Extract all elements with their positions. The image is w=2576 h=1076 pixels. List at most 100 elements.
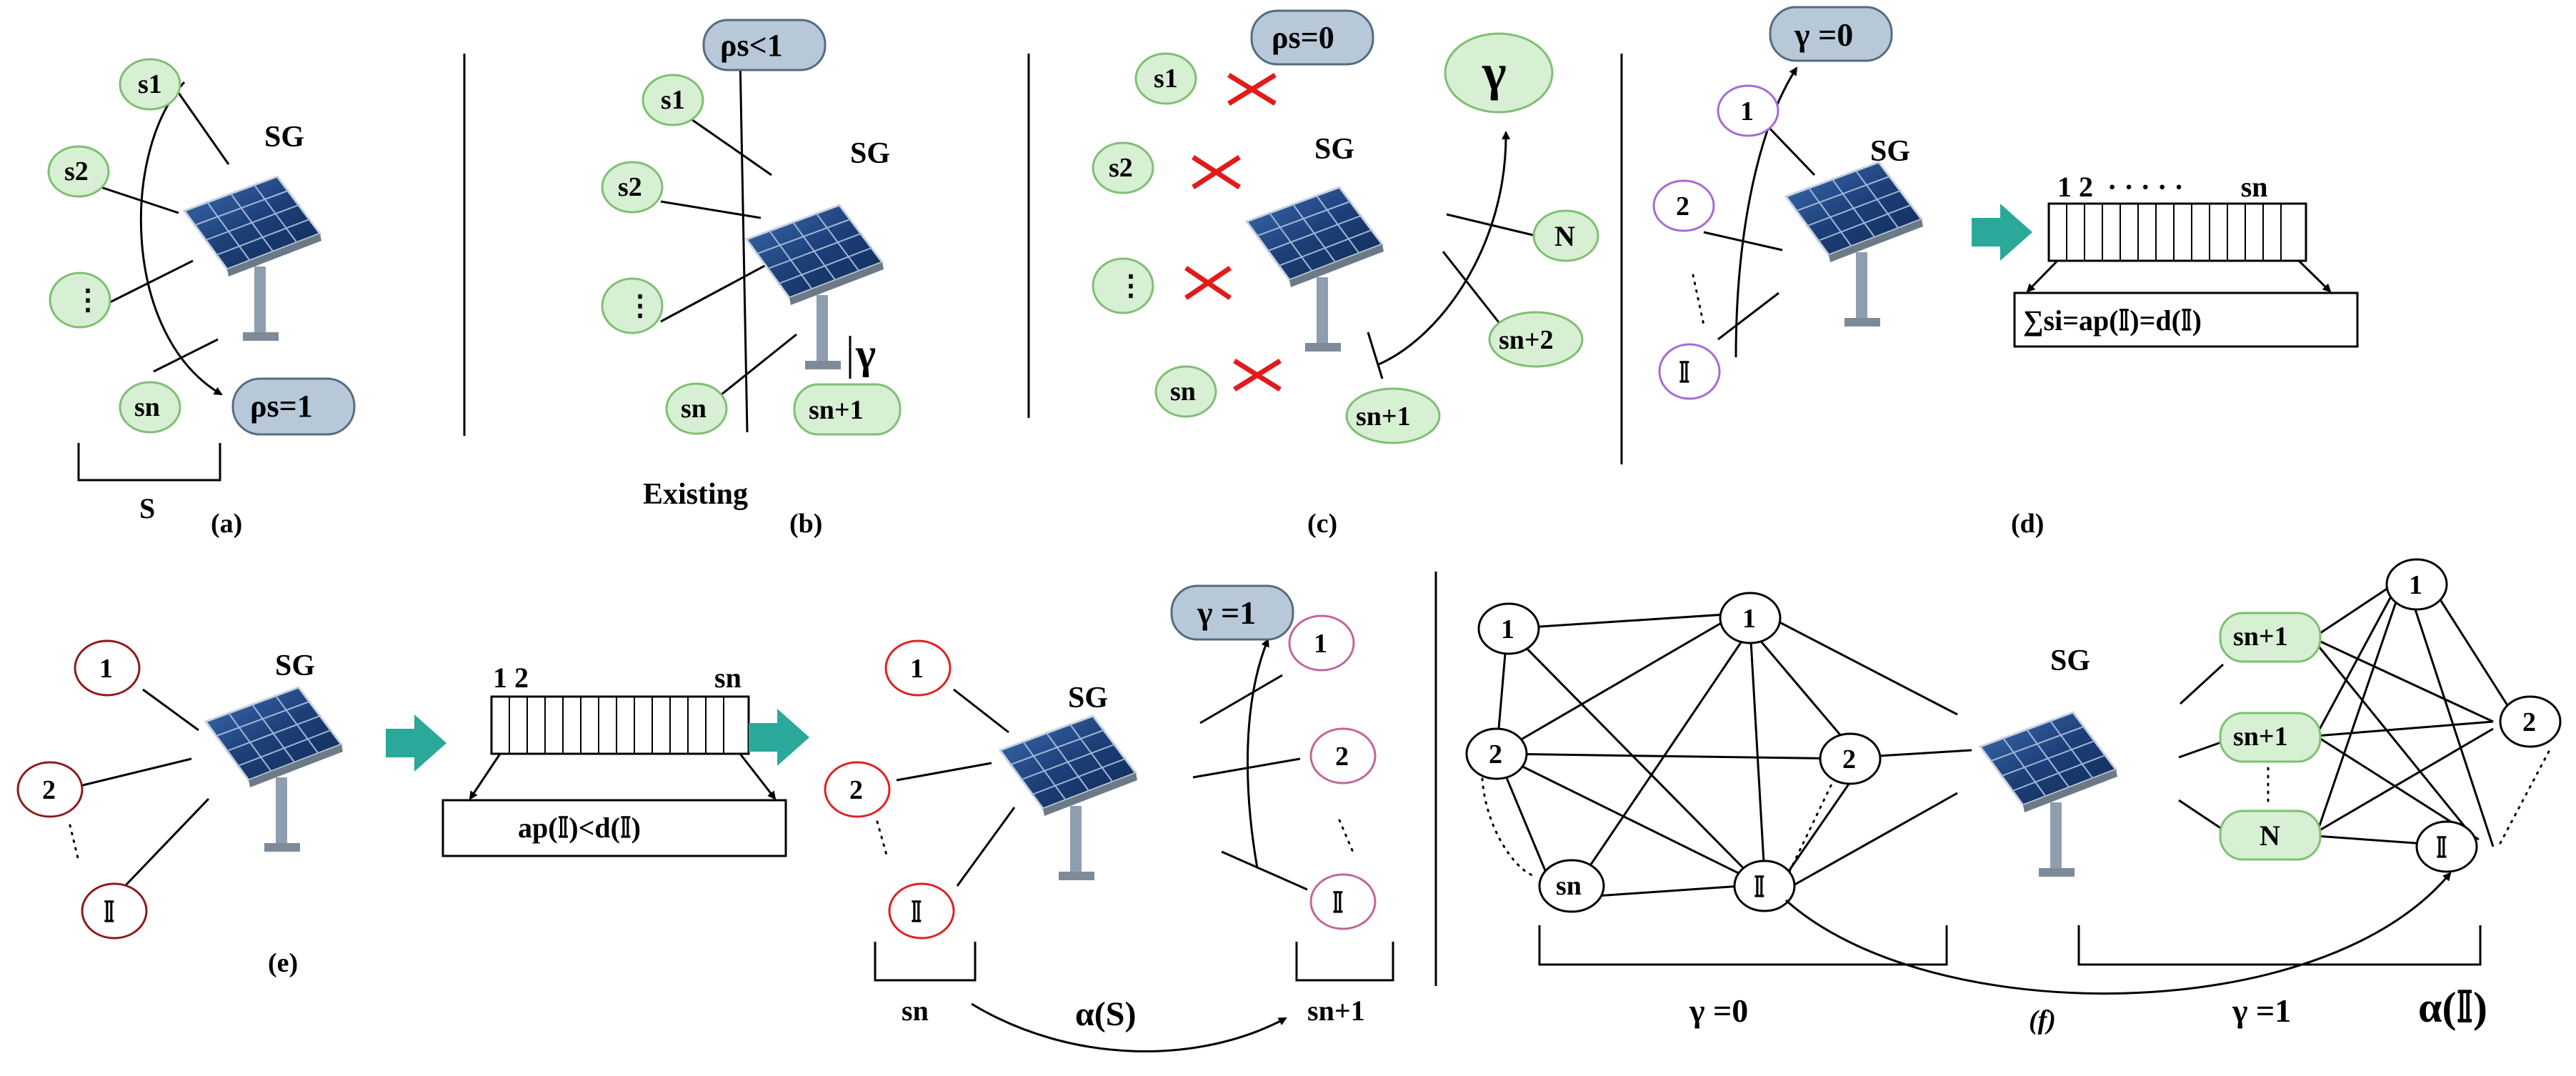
svg-text:s1: s1 (138, 69, 162, 99)
svg-text:γ: γ (1482, 44, 1507, 101)
node-sn1: sn+1 (2219, 612, 2322, 663)
solar-panel-icon (1979, 711, 2119, 878)
rho-badge-lt1: ρs<1 (702, 19, 827, 71)
svg-text:1: 1 (2409, 570, 2422, 600)
svg-text:ρs<1: ρs<1 (720, 28, 783, 63)
svg-text:s1: s1 (661, 85, 685, 115)
gamma1-bracket (2077, 925, 2482, 966)
node-N: N (1532, 209, 1599, 262)
panel-a-label: (a) (211, 509, 242, 539)
sg-label: SG (1870, 135, 1910, 168)
node-dots: ⋮ (49, 272, 111, 329)
alpha-s-label: α(S) (1075, 995, 1136, 1033)
svg-text:⋮: ⋮ (1117, 269, 1145, 302)
svg-text:1: 1 (1314, 629, 1327, 659)
node-2: 2 (1652, 179, 1715, 232)
svg-text:sn+2: sn+2 (1499, 325, 1554, 355)
sn-label: sn (902, 995, 929, 1027)
node-1: 1 (1717, 84, 1779, 137)
node-i: 𝕀 (888, 882, 955, 940)
node-s2: s2 (47, 145, 110, 198)
node-sn1: sn+1 (1345, 387, 1441, 444)
sg-label: SG (2050, 644, 2090, 677)
cross-icon (1184, 73, 1282, 392)
svg-text:sn: sn (134, 392, 160, 422)
panel-e: 1 2 𝕀 SG 1 2 s (16, 584, 1394, 1052)
node-2: 2 (1465, 727, 1528, 780)
node-1: 1 (1477, 602, 1540, 655)
panel-f: 1 1 2 2 sn 𝕀 SG (1465, 558, 2562, 1035)
node-2: 2 (2499, 695, 2562, 748)
svg-text:γ =0: γ =0 (1794, 16, 1853, 53)
svg-text:N: N (1554, 220, 1575, 252)
solar-panel-icon (999, 714, 1139, 882)
svg-text:1: 1 (1501, 614, 1514, 644)
svg-text:𝕀: 𝕀 (1679, 357, 1690, 389)
node-sn1: sn+1 (793, 383, 902, 436)
svg-text:1: 1 (1740, 96, 1754, 126)
existing-label: Existing (643, 478, 748, 511)
svg-text:1: 1 (99, 654, 113, 684)
node-i: 𝕀 (81, 882, 148, 940)
gamma-node: γ (1444, 32, 1554, 114)
svg-text:N: N (2260, 820, 2280, 852)
svg-text:𝕀: 𝕀 (104, 896, 115, 928)
svg-text:sn: sn (1170, 377, 1196, 407)
svg-text:2: 2 (42, 775, 56, 805)
rho-badge-0: ρs=0 (1250, 9, 1374, 66)
gamma0-label: γ =0 (1689, 992, 1748, 1029)
svg-text:s2: s2 (64, 156, 89, 186)
svg-text:2: 2 (2522, 707, 2536, 737)
node-2: 2 (1819, 732, 1882, 785)
svg-text:s2: s2 (1109, 153, 1133, 183)
node-1: 1 (1719, 592, 1782, 644)
svg-text:sn+1: sn+1 (2233, 622, 2288, 652)
node-sn: sn (1538, 859, 1605, 913)
panel-f-label: (f) (2029, 1005, 2056, 1035)
solar-panel-icon (204, 686, 344, 853)
gamma0-badge: γ =0 (1769, 6, 1893, 62)
solar-panel-icon (1245, 186, 1385, 353)
svg-text:1: 1 (910, 654, 924, 684)
node-dots: ⋮ (601, 277, 664, 334)
queue-d: 1 2 · · · · · sn ∑si=ap(𝕀)=d(𝕀) (2013, 171, 2359, 348)
solar-panel-icon (183, 175, 323, 342)
node-i: 𝕀 (1733, 860, 1796, 912)
svg-text:sn: sn (681, 394, 707, 424)
sg-label: SG (850, 137, 890, 170)
alpha-i-label: α(𝕀) (2418, 984, 2487, 1031)
node-sn1: sn+1 (2219, 712, 2322, 763)
node-2: 2 (824, 761, 891, 818)
svg-text:ap(𝕀)<d(𝕀): ap(𝕀)<d(𝕀) (518, 812, 641, 844)
panel-c: ρs=0 s1 s2 ⋮ sn SG (1092, 9, 1599, 539)
node-sn: sn (1154, 365, 1217, 418)
node-1: 1 (1288, 614, 1355, 672)
svg-text:1: 1 (1742, 604, 1756, 634)
s-label: S (139, 492, 155, 524)
sn-bracket (874, 942, 977, 982)
node-1: 1 (884, 639, 952, 697)
gamma1-badge: γ =1 (1170, 584, 1294, 641)
svg-text:2: 2 (849, 775, 863, 805)
svg-text:𝕀: 𝕀 (1754, 871, 1765, 903)
rho-badge-1: ρs=1 (231, 377, 356, 436)
s-bracket (77, 443, 221, 482)
node-i: 𝕀 (1309, 873, 1377, 930)
sg-label: SG (275, 649, 315, 682)
teal-arrow-icon (749, 709, 809, 766)
svg-text:sn+1: sn+1 (2233, 722, 2288, 752)
svg-text:1 2 s: 1 2 sn (493, 662, 742, 694)
gamma0-bracket (1538, 925, 1948, 966)
node-s1: s1 (641, 74, 704, 126)
solar-panel-icon (1784, 161, 1924, 328)
svg-text:sn: sn (1556, 871, 1582, 901)
svg-text:ρs=0: ρs=0 (1272, 20, 1334, 55)
svg-text:2: 2 (1676, 191, 1689, 221)
node-dots: ⋮ (1092, 257, 1154, 314)
node-sn: sn (119, 381, 181, 434)
svg-text:γ =1: γ =1 (1197, 594, 1256, 631)
panel-e-label: (e) (268, 948, 298, 978)
svg-text:sn+1: sn+1 (809, 395, 864, 425)
panel-d-label: (d) (2011, 509, 2044, 539)
